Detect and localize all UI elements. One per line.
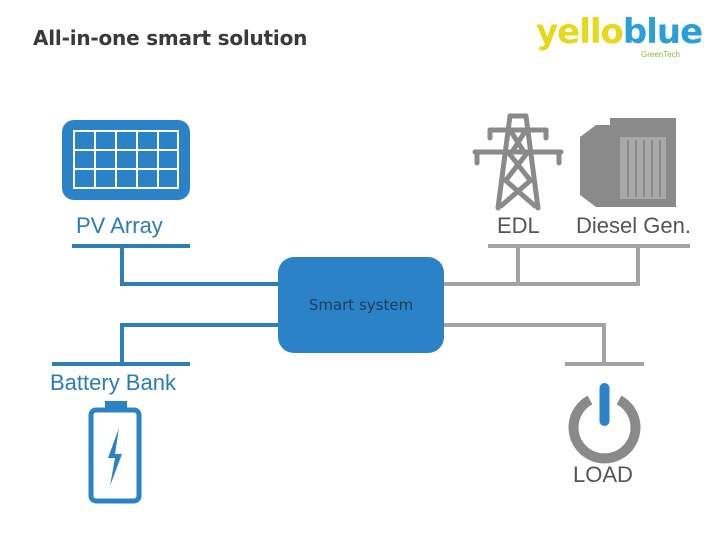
edl-label: EDL <box>497 213 540 238</box>
logo-wordmark: yelloblue <box>536 10 703 54</box>
generator-icon <box>580 118 676 207</box>
hub-to-load-line <box>442 323 606 364</box>
pv-array-label: PV Array <box>76 213 163 238</box>
diesel-gen-label: Diesel Gen. <box>576 213 691 238</box>
page-title: All-in-one smart solution <box>33 26 308 50</box>
hub-label: Smart system <box>308 296 414 314</box>
battery-icon <box>88 401 142 504</box>
power-tower-icon <box>472 113 564 211</box>
battery-to-hub-line <box>120 323 280 364</box>
power-button-icon <box>568 383 641 464</box>
solar-panel-icon <box>62 120 190 200</box>
gray-connectors <box>442 244 690 366</box>
logo-subtitle: GreenTech <box>641 50 681 59</box>
battery-bank-label: Battery Bank <box>50 370 176 395</box>
logo-part-yellow: yello <box>536 12 624 52</box>
brand-logo: yelloblue GreenTech <box>536 10 711 60</box>
load-label: LOAD <box>573 462 633 487</box>
pv-to-hub-line <box>120 246 280 286</box>
blue-connectors <box>52 244 280 366</box>
smart-system-hub: Smart system <box>278 257 444 353</box>
logo-part-blue: blue <box>622 12 703 52</box>
